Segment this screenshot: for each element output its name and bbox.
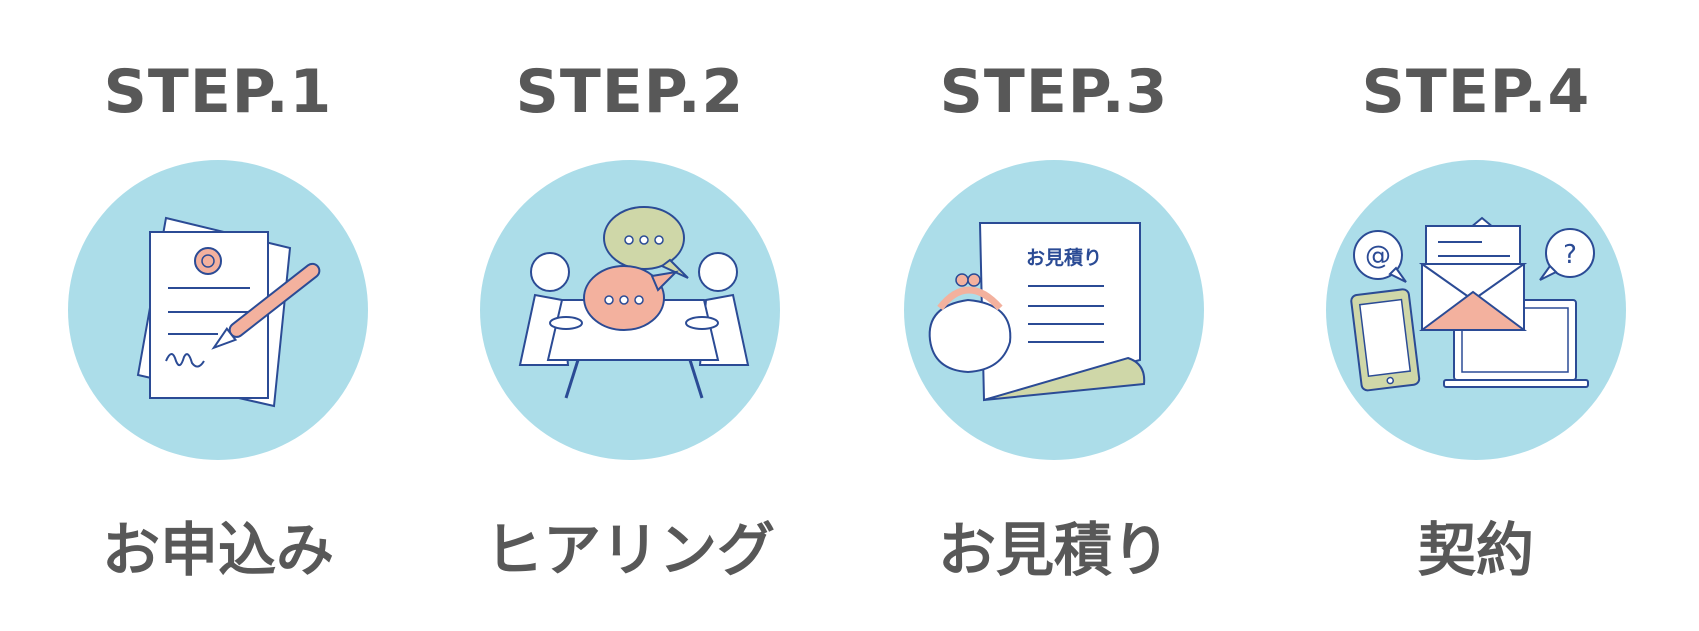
step-number: STEP.3 (939, 57, 1169, 127)
svg-text:@: @ (1365, 241, 1391, 271)
step-number: STEP.4 (1361, 57, 1591, 127)
step-label: 契約 (1417, 516, 1534, 584)
step-label: お見積り (937, 516, 1170, 584)
step-2: STEP.2 (460, 0, 800, 631)
estimate-document-icon: お見積り (904, 160, 1204, 460)
document-title: お見積り (1026, 246, 1102, 269)
step-label: ヒアリング (484, 516, 775, 584)
step-label: お申込み (101, 516, 334, 584)
contract-signing-icon (68, 160, 368, 460)
step-number: STEP.1 (103, 57, 333, 127)
step-4: STEP.4 (1306, 0, 1646, 631)
step-number: STEP.2 (515, 57, 745, 127)
meeting-conversation-icon (480, 160, 780, 460)
email-devices-icon: @ ? (1326, 160, 1626, 460)
svg-text:?: ? (1563, 240, 1577, 270)
step-3: STEP.3 お見積り お見積り (884, 0, 1224, 631)
step-1: STEP.1 (48, 0, 388, 631)
